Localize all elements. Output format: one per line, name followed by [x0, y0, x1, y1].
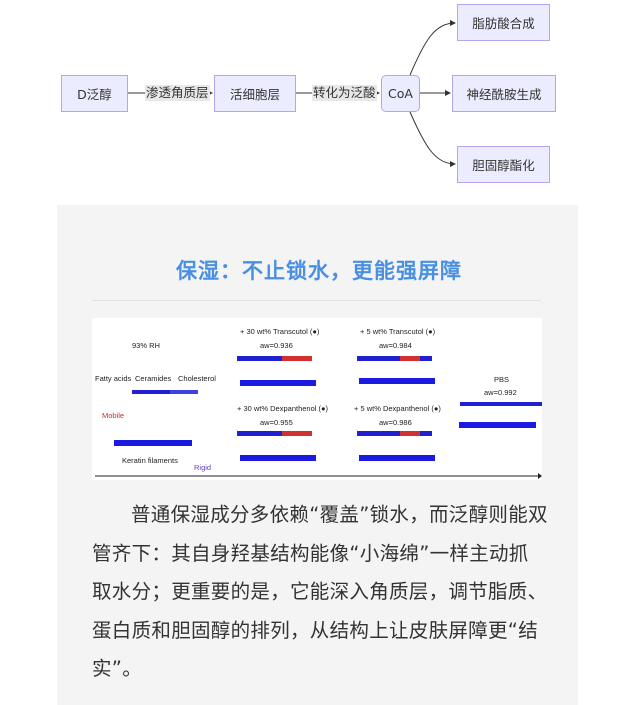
fig-d30: + 30 wt% Dexpanthenol (●): [237, 404, 329, 413]
lipid-structure-figure: 93% RH Fatty acids Ceramides Cholesterol…: [92, 318, 542, 480]
fig-ceramides: Ceramides: [135, 374, 172, 383]
fig-d30aw: aw=0.955: [260, 418, 293, 427]
fig-t5aw: aw=0.984: [379, 341, 412, 350]
section-title: 保湿：不止锁水，更能强屏障: [176, 259, 462, 283]
fig-t30aw: aw=0.936: [260, 341, 293, 350]
node-ceramide: 神经酰胺生成: [452, 75, 556, 112]
fig-cholesterol: Cholesterol: [178, 374, 216, 383]
fig-d5aw: aw=0.986: [379, 418, 412, 427]
node-cholesterol: 胆固醇酯化: [457, 146, 550, 183]
fig-pbs: PBS: [494, 375, 509, 384]
fig-pbsaw: aw=0.992: [484, 388, 517, 397]
edge-label-penetrate: 渗透角质层: [145, 85, 210, 101]
fig-rigid: Rigid: [194, 463, 211, 472]
node-living-cells: 活细胞层: [214, 75, 296, 112]
fig-mobile: Mobile: [102, 411, 124, 420]
node-d-panthenol: D泛醇: [61, 75, 128, 112]
body-paragraph: 普通保湿成分多依赖“覆盖”锁水，而泛醇则能双管齐下：其自身羟基结构能像“小海绵”…: [92, 503, 548, 680]
fig-d5: + 5 wt% Dexpanthenol (●): [354, 404, 441, 413]
fig-keratin: Keratin filaments: [122, 456, 178, 465]
fig-rh: 93% RH: [132, 341, 160, 350]
fig-fatty: Fatty acids: [95, 374, 132, 383]
node-coa: CoA: [381, 75, 420, 112]
fig-t30: + 30 wt% Transcutol (●): [240, 327, 320, 336]
edge-label-convert: 转化为泛酸: [312, 85, 377, 101]
node-fatty-acid: 脂肪酸合成: [457, 4, 550, 41]
divider: [92, 300, 541, 301]
fig-t5: + 5 wt% Transcutol (●): [360, 327, 436, 336]
